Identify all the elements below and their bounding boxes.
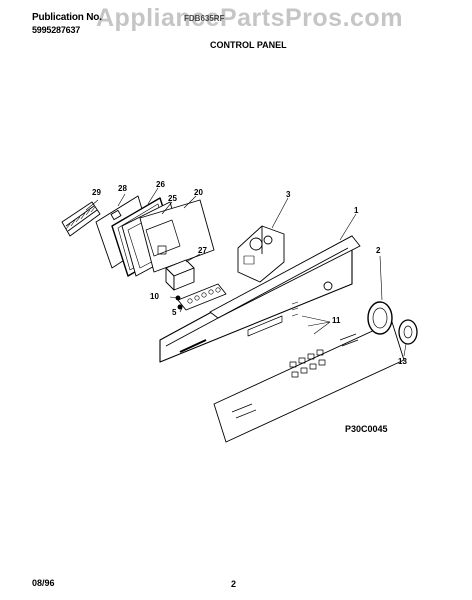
watermark-text: AppliancePartsPros.com [96, 4, 403, 32]
callout-10: 10 [150, 292, 159, 301]
part-1-control-panel [159, 235, 361, 363]
diagram-code: P30C0045 [345, 424, 388, 434]
leader-lines [85, 187, 407, 357]
section-title: CONTROL PANEL [210, 40, 287, 50]
callout-2: 2 [376, 246, 381, 255]
callout-3: 3 [286, 190, 291, 199]
part-3-timer [237, 225, 285, 283]
callout-29: 29 [92, 188, 101, 197]
part-button-strip [175, 283, 227, 311]
part-20-console [139, 199, 215, 273]
part-13-knob [398, 319, 418, 345]
footer-date: 08/96 [32, 578, 55, 588]
part-29-end-piece [61, 201, 101, 237]
callout-13: 13 [398, 357, 407, 366]
callout-11: 11 [332, 316, 341, 325]
callout-25: 25 [168, 194, 177, 203]
callout-27: 27 [198, 246, 207, 255]
page-number: 2 [231, 579, 237, 589]
callout-28: 28 [118, 184, 127, 193]
model-number: FDB635RF [184, 14, 225, 23]
callout-5: 5 [172, 308, 177, 317]
part-27-block [165, 259, 195, 291]
facia-panel [213, 321, 405, 443]
publication-number: 5995287637 [32, 25, 81, 35]
callout-20: 20 [194, 188, 203, 197]
publication-label: Publication No. [32, 12, 102, 23]
callout-26: 26 [156, 180, 165, 189]
part-2-knob-ring [367, 301, 393, 335]
callout-1: 1 [354, 206, 359, 215]
